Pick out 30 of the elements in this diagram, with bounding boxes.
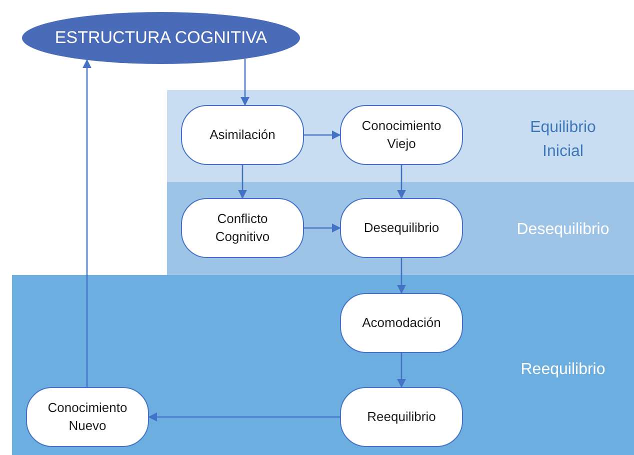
process-box [26,387,149,447]
stage-band [12,275,634,455]
arrow [396,258,406,294]
stage-label: Equilibrio Inicial [529,118,597,162]
arrow [396,165,406,199]
process-box [340,105,463,165]
arrow [304,223,341,233]
arrow [396,353,406,388]
arrow [238,165,248,199]
box-label: Conocimiento Nuevo [46,398,128,435]
box-label: Conocimiento Viejo [360,116,442,153]
process-box [181,198,304,258]
process-box [340,293,463,353]
box-label: ESTRUCTURA COGNITIVA [54,27,268,50]
process-box [340,387,463,447]
arrow [304,130,341,140]
arrow [240,58,250,106]
process-box [340,198,463,258]
box-label: Reequilibrio [366,408,437,426]
stage-label: Reequilibrio [520,360,606,380]
stage-label: Desequilibrio [516,220,610,240]
box-label: Desequilibrio [362,218,440,237]
stage-band [167,182,634,275]
process-box [181,105,304,165]
box-label: Conflicto Cognitivo [214,210,271,246]
arrow [82,59,92,387]
box-label: Asimilación [208,126,276,144]
stage-band [167,90,634,182]
box-label: Acomodación [361,314,442,332]
arrow [148,412,340,422]
